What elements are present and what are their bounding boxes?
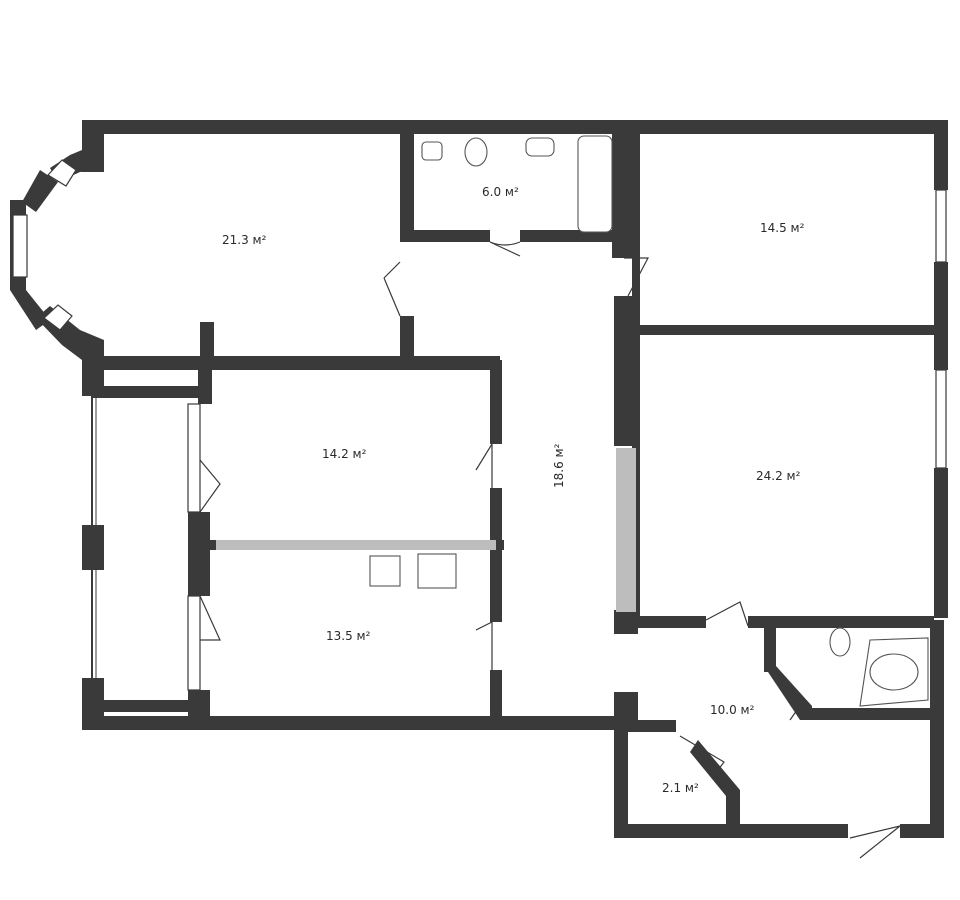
right-windows (91, 189, 947, 700)
entry-area: 10.0 м² (710, 703, 755, 717)
bathtub-icon (577, 135, 613, 233)
bay-windows (12, 159, 77, 331)
toilet-2-icon (829, 627, 851, 657)
kitchen-area: 13.5 м² (326, 629, 371, 643)
inner-walls (82, 128, 936, 830)
room-b-area: 14.5 м² (760, 221, 805, 235)
closet-area: 2.1 м² (662, 781, 699, 795)
room-c-area: 14.2 м² (322, 447, 367, 461)
outer-walls (10, 120, 948, 838)
doors (199, 241, 901, 859)
room-d-area: 24.2 м² (756, 469, 801, 483)
room-labels: 21.3 м² 6.0 м² 14.5 м² 14.2 м² 18.6 м² 2… (222, 185, 805, 795)
toilet-icon (464, 137, 488, 167)
bathroom-main-area: 6.0 м² (482, 185, 519, 199)
room-a-area: 21.3 м² (222, 233, 267, 247)
bathroom-fixtures (369, 135, 929, 707)
hallway-area: 18.6 м² (552, 443, 566, 488)
sink-icon (421, 141, 443, 161)
kitchen-sink-icon (417, 553, 457, 589)
basin-icon (525, 137, 555, 157)
stove-icon (369, 555, 401, 587)
passage-area (216, 448, 636, 612)
